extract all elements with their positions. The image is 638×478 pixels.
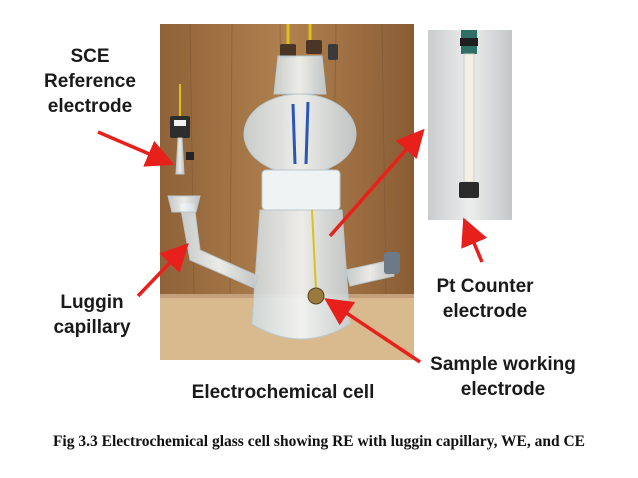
pt-counter-electrode-label: Pt Counter electrode <box>420 274 550 324</box>
counter-label-line-2: electrode <box>442 301 528 322</box>
sce-reference-electrode-label: SCE Reference electrode <box>30 44 150 119</box>
working-label-line-2: electrode <box>460 379 546 400</box>
sce-label-line-2: Reference <box>44 71 136 92</box>
electrochemical-cell-photo <box>160 24 414 360</box>
luggin-label-line-1: Luggin <box>60 292 124 313</box>
counter-label-line-1: Pt Counter <box>436 276 534 297</box>
working-label-line-1: Sample working <box>430 354 576 375</box>
arrow-to-counter <box>461 217 488 263</box>
luggin-capillary-label: Luggin capillary <box>32 290 152 340</box>
arrow-to-sce <box>97 130 175 167</box>
luggin-label-line-2: capillary <box>53 317 131 338</box>
figure-caption: Fig 3.3 Electrochemical glass cell showi… <box>52 433 586 450</box>
sce-label-line-3: electrode <box>47 96 133 117</box>
sample-working-electrode-label: Sample working electrode <box>418 352 588 402</box>
sce-label-line-1: SCE <box>70 46 110 67</box>
counter-electrode-photo <box>428 30 512 220</box>
electrochemical-cell-label: Electrochemical cell <box>191 382 375 403</box>
